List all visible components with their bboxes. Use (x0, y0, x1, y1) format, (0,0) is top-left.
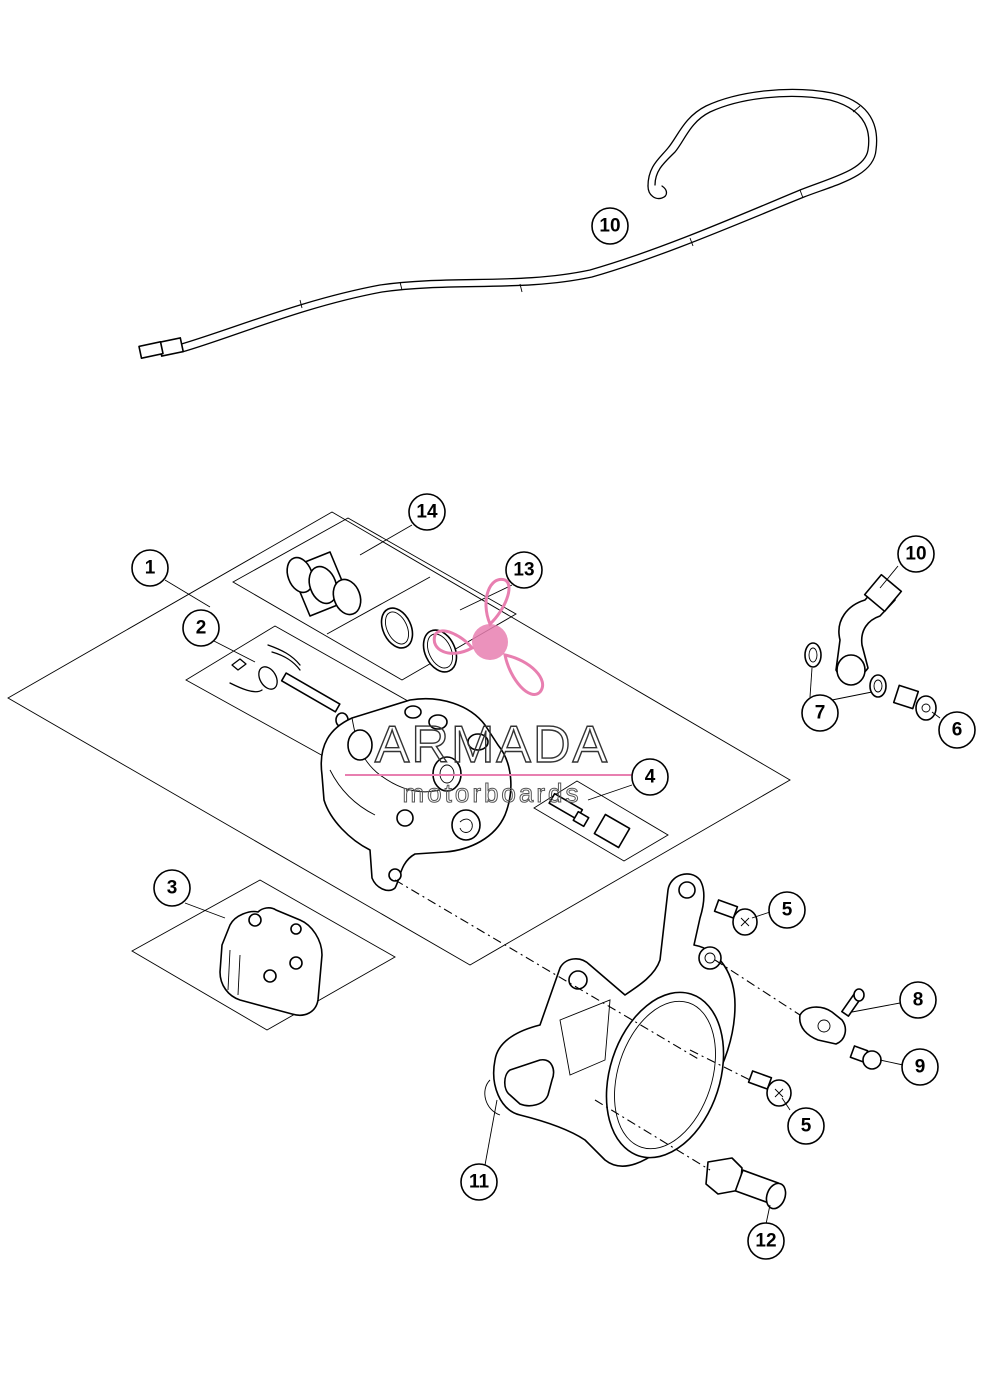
watermark-logo (432, 577, 544, 696)
callout-2-label: 2 (196, 618, 207, 639)
callout-13-label: 13 (513, 560, 534, 581)
brake-hose-long (138, 88, 878, 359)
pads-outline (131, 879, 396, 1031)
callout-1-label: 1 (145, 558, 156, 579)
callout-10b-label: 10 (905, 544, 926, 565)
nut (849, 1045, 882, 1070)
callout-5a: 5 (768, 891, 806, 929)
callout-7-label: 7 (815, 703, 826, 724)
watermark-tagline: motorboards (403, 778, 582, 808)
callout-5a-label: 5 (782, 900, 793, 921)
bolt-upper (713, 899, 758, 936)
callout-9: 9 (901, 1048, 939, 1086)
hose-banjo-end (835, 573, 903, 686)
callout-8: 8 (899, 981, 937, 1019)
seals (380, 607, 458, 673)
axle-bolt (705, 1157, 787, 1210)
callout-13: 13 (505, 551, 543, 589)
callout-5b-label: 5 (801, 1116, 812, 1137)
assembly-axis-lines (394, 879, 801, 1171)
bleed-valve (798, 988, 865, 1045)
callout-8-label: 8 (913, 990, 924, 1011)
callout-3-label: 3 (167, 878, 178, 899)
callout-12-label: 12 (755, 1231, 776, 1252)
callout-14-label: 14 (416, 502, 438, 523)
caliper-bracket (484, 873, 736, 1167)
pin-kit (229, 644, 349, 728)
piston-kit-outline (232, 517, 517, 681)
callout-4: 4 (631, 758, 669, 796)
bleeder-kit (548, 792, 631, 849)
watermark: ARMADA motorboards (345, 577, 640, 809)
caliper-body (320, 697, 512, 892)
sealing-washers (804, 642, 887, 698)
bleeder-kit-outline (533, 780, 669, 862)
pistons (286, 551, 362, 617)
seal-kit-outline (326, 576, 431, 635)
callout-7: 7 (801, 694, 839, 732)
callout-1: 1 (131, 549, 169, 587)
banjo-bolt (892, 684, 937, 721)
callout-2: 2 (182, 609, 220, 647)
callout-9-label: 9 (915, 1057, 926, 1078)
callout-10b: 10 (897, 535, 935, 573)
callout-11: 11 (460, 1163, 498, 1201)
callout-10a: 10 (591, 207, 629, 245)
watermark-brand: ARMADA (375, 716, 609, 774)
caliper-assembly-outline (7, 511, 791, 966)
callout-5b: 5 (787, 1107, 825, 1145)
callout-11-label: 11 (469, 1172, 490, 1193)
callout-14: 14 (408, 493, 446, 531)
callout-6: 6 (938, 711, 976, 749)
callout-6-label: 6 (952, 720, 963, 741)
brake-pads (219, 907, 323, 1016)
callout-12: 12 (747, 1222, 785, 1260)
callout-4-label: 4 (645, 767, 656, 788)
callout-3: 3 (153, 869, 191, 907)
bolt-lower (747, 1070, 792, 1107)
callout-10a-label: 10 (599, 216, 620, 237)
